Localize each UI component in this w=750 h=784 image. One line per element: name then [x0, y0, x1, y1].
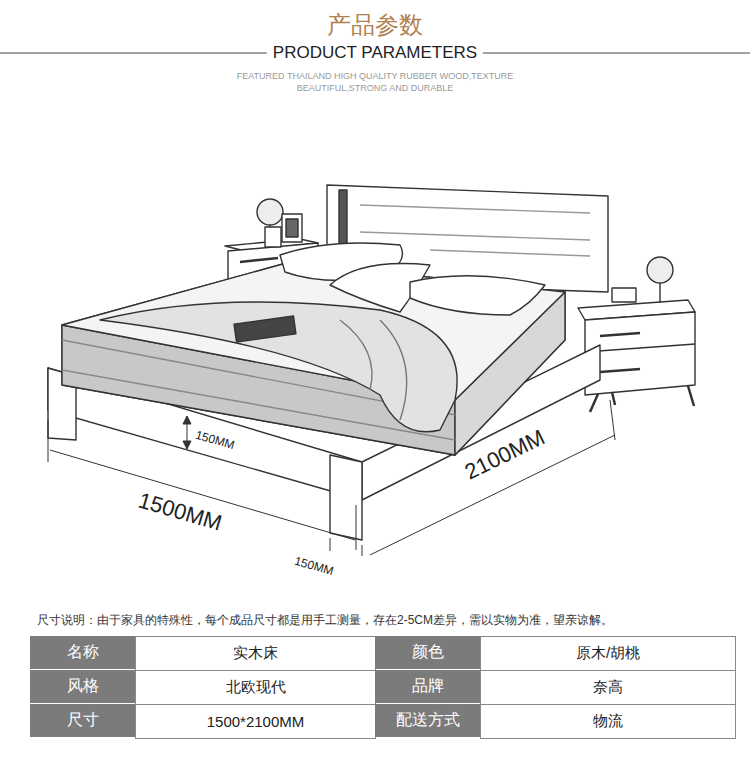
table-value-cell: 奈高	[480, 670, 736, 705]
table-header-cell: 品牌	[375, 670, 480, 703]
table-header-cell: 颜色	[375, 636, 480, 669]
dimension-label: 1500MM	[134, 488, 227, 536]
page-title: 产品参数	[0, 10, 750, 40]
size-note: 尺寸说明：由于家具的特殊性，每个成品尺寸都是用手工测量，存在2-5CM差异，需以…	[37, 612, 613, 628]
table-header-cell: 风格	[30, 670, 135, 703]
table-value-cell: 原木/胡桃	[480, 636, 736, 671]
table-value-cell: 北欧现代	[135, 670, 376, 705]
table-header-cell: 名称	[30, 636, 135, 669]
table-value-cell: 1500*2100MM	[135, 704, 376, 739]
table-header-cell: 配送方式	[375, 704, 480, 737]
english-heading: PRODUCT PARAMETERS	[267, 43, 483, 63]
table-header-cell: 尺寸	[30, 704, 135, 737]
table-value-cell: 物流	[480, 704, 736, 739]
subtitle: FEATURED THAILAND HIGH QUALITY RUBBER WO…	[210, 70, 540, 94]
table-value-cell: 实木床	[135, 636, 376, 671]
dimension-label: 150MM	[291, 553, 337, 579]
